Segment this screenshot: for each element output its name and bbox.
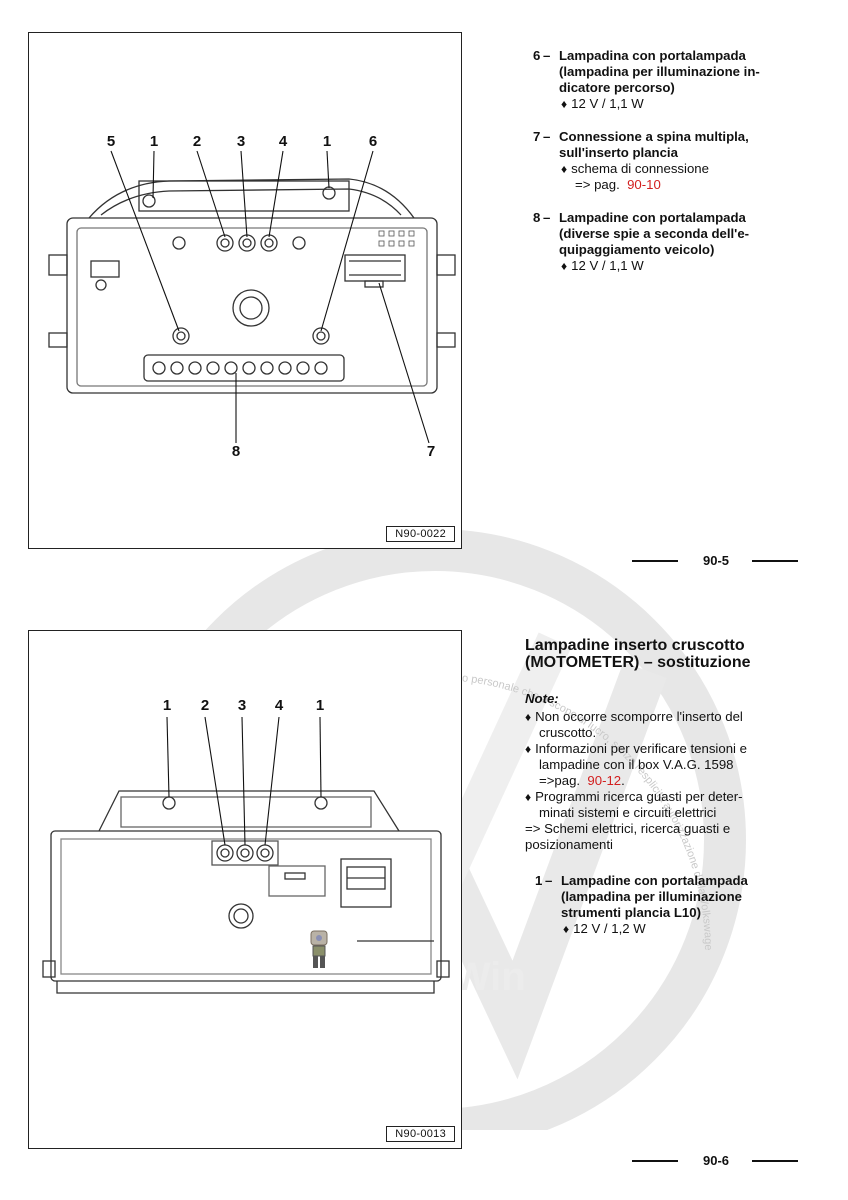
- callout-5: 5: [106, 133, 116, 150]
- item-spec: ♦12 V / 1,1 W: [523, 96, 813, 112]
- mascot-icon: [310, 930, 328, 968]
- item-number: 7: [533, 129, 541, 144]
- item-title-line: Lampadine con portalampada: [559, 210, 746, 225]
- section-bulb-replacement: Lampadine inserto cruscotto (MOTOMETER) …: [525, 637, 815, 954]
- cluster-rear-drawing: [48, 150, 456, 444]
- item-title-line: (diverse spie a seconda dell'e-: [559, 226, 750, 241]
- callout-7: 7: [426, 443, 436, 460]
- footer-rule-right: [752, 1160, 798, 1162]
- list-item: 6 – Lampadina con portalampada (lampadin…: [523, 48, 813, 112]
- reference-link[interactable]: 90-12: [587, 773, 622, 788]
- callout-1-right: 1: [322, 133, 332, 150]
- reference-suffix: .: [621, 773, 625, 788]
- callout-6: 6: [368, 133, 378, 150]
- callout-1-right: 1: [315, 697, 325, 714]
- reference-prefix: => pag.: [575, 177, 620, 192]
- note-line: Informazioni per verificare tensioni e: [535, 741, 747, 756]
- section-title-line: Lampadine inserto cruscotto: [525, 637, 745, 654]
- item-title-line: sull'inserto plancia: [559, 145, 678, 160]
- reference-link[interactable]: 90-10: [627, 177, 661, 192]
- parts-list-1: 6 – Lampadina con portalampada (lampadin…: [523, 48, 813, 291]
- item-number: 8: [533, 210, 541, 225]
- diamond-bullet-icon: ♦: [561, 97, 568, 111]
- reference-prefix: =>pag.: [539, 773, 581, 788]
- item-dash: –: [543, 129, 551, 144]
- spec-text: 12 V / 1,2 W: [573, 921, 646, 936]
- page-number: 90-6: [702, 1153, 730, 1168]
- item-spec: ♦12 V / 1,2 W: [525, 921, 815, 937]
- callout-4: 4: [278, 133, 288, 150]
- note-item: ♦Programmi ricerca guasti per deter- min…: [525, 789, 815, 853]
- diamond-bullet-icon: ♦: [561, 162, 568, 176]
- item-spec: ♦12 V / 1,1 W: [523, 258, 813, 274]
- diamond-bullet-icon: ♦: [563, 922, 570, 936]
- callout-4: 4: [274, 697, 284, 714]
- note-line: Programmi ricerca guasti per deter-: [535, 789, 743, 804]
- spec-text: schema di connessione: [571, 161, 709, 176]
- item-dash: –: [543, 210, 551, 225]
- page-reference: => pag. 90-10: [523, 177, 813, 193]
- figure-code: N90-0013: [386, 1126, 455, 1142]
- item-dash: –: [543, 48, 551, 63]
- page-number: 90-5: [702, 553, 730, 568]
- item-title-line: (lampadina per illuminazione in-: [559, 64, 760, 79]
- callout-3: 3: [236, 133, 246, 150]
- callout-2: 2: [200, 697, 210, 714]
- callout-8: 8: [231, 443, 241, 460]
- item-title-line: Lampadina con portalampada: [559, 48, 746, 63]
- diamond-bullet-icon: ♦: [525, 710, 532, 724]
- item-title-line: dicatore percorso): [559, 80, 675, 95]
- list-item: 7 – Connessione a spina multipla, sull'i…: [523, 129, 813, 193]
- note-item: ♦Informazioni per verificare tensioni e …: [525, 741, 815, 789]
- item-dash: –: [545, 873, 553, 888]
- item-title-line: strumenti plancia L10): [561, 905, 701, 920]
- item-title-line: Lampadine con portalampada: [561, 873, 748, 888]
- spec-text: 12 V / 1,1 W: [571, 96, 644, 111]
- list-item: 1 – Lampadine con portalampada (lampadin…: [525, 873, 815, 937]
- footer-rule-left: [632, 560, 678, 562]
- note-line: minati sistemi e circuiti elettrici: [539, 805, 717, 820]
- section-title: Lampadine inserto cruscotto (MOTOMETER) …: [525, 637, 815, 671]
- note-line: posizionamenti: [525, 837, 613, 852]
- callout-2: 2: [192, 133, 202, 150]
- note-reference: =>pag. 90-12.: [525, 773, 815, 789]
- instrument-cluster-figure-front: 1 2 3 4 1 N90-0013: [28, 630, 462, 1149]
- note-line: Non occorre scomporre l'inserto del: [535, 709, 743, 724]
- spec-text: 12 V / 1,1 W: [571, 258, 644, 273]
- item-title-line: Connessione a spina multipla,: [559, 129, 749, 144]
- instrument-cluster-figure-rear: 5 1 2 3 4 1 6 8 7 N90-0022: [28, 32, 462, 549]
- cluster-front-drawing: [42, 716, 450, 994]
- item-number: 6: [533, 48, 541, 63]
- note-line: lampadine con il box V.A.G. 1598: [539, 757, 734, 772]
- item-title-line: quipaggiamento veicolo): [559, 242, 715, 257]
- item-title-line: (lampadina per illuminazione: [561, 889, 742, 904]
- diamond-bullet-icon: ♦: [561, 259, 568, 273]
- figure-code: N90-0022: [386, 526, 455, 542]
- callout-3: 3: [237, 697, 247, 714]
- diamond-bullet-icon: ♦: [525, 790, 532, 804]
- note-label: Note:: [525, 691, 559, 706]
- footer-rule-left: [632, 1160, 678, 1162]
- list-item: 8 – Lampadine con portalampada (diverse …: [523, 210, 813, 274]
- section-title-line: (MOTOMETER) – sostituzione: [525, 654, 751, 671]
- item-spec: ♦schema di connessione: [523, 161, 813, 177]
- callout-1: 1: [162, 697, 172, 714]
- item-number: 1: [535, 873, 543, 888]
- footer-rule-right: [752, 560, 798, 562]
- diamond-bullet-icon: ♦: [525, 742, 532, 756]
- note-line: cruscotto.: [539, 725, 597, 740]
- note-item: ♦Non occorre scomporre l'inserto del cru…: [525, 709, 815, 741]
- callout-1: 1: [149, 133, 159, 150]
- note-line: => Schemi elettrici, ricerca guasti e: [525, 821, 731, 836]
